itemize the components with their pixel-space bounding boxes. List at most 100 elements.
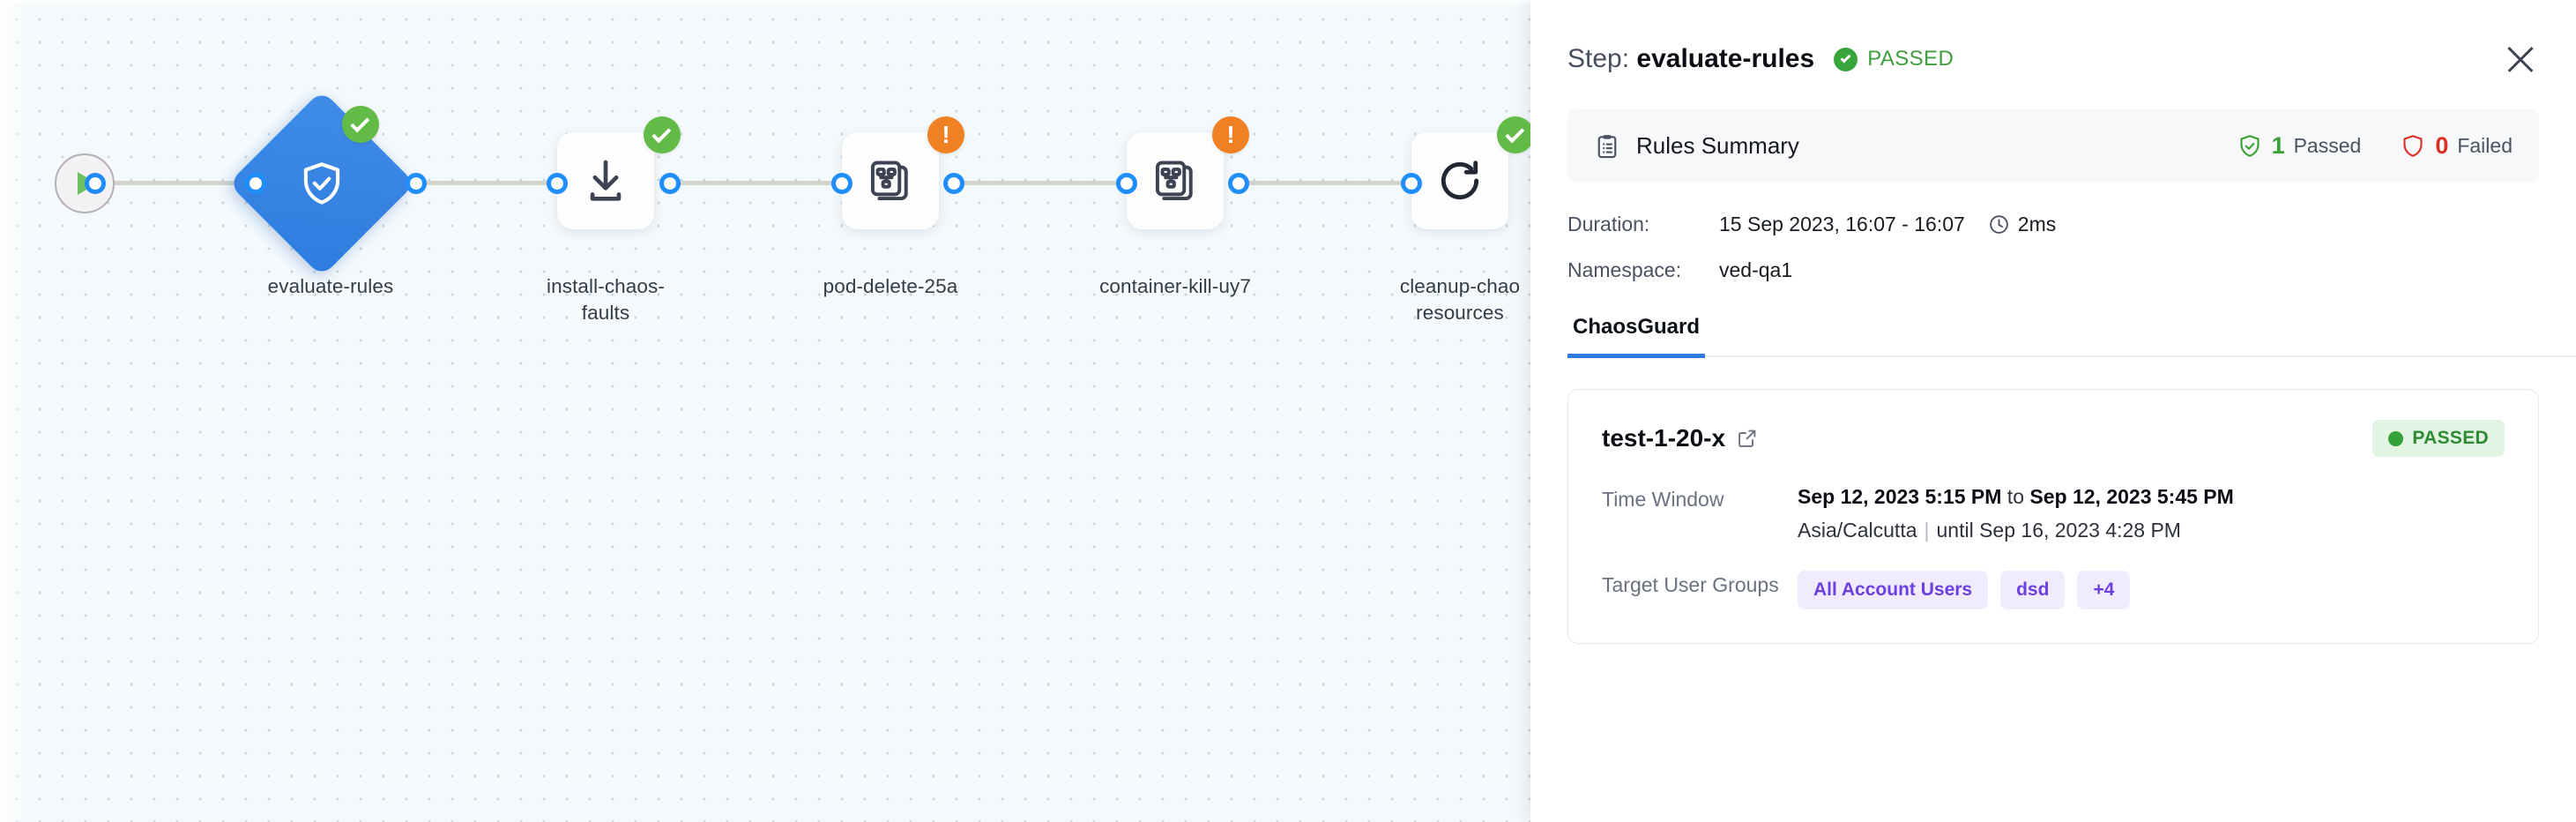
rules-failed-count: 0: [2435, 132, 2449, 159]
panel-title-prefix: Step:: [1567, 44, 1630, 73]
node-label-evaluate-rules: evaluate-rules: [267, 275, 394, 297]
time-window-start: Sep 12, 2023 5:15 PM: [1798, 485, 2002, 508]
canvas-top-fade: [0, 0, 1530, 6]
rule-key-time-window: Time Window: [1602, 488, 1724, 511]
step-meta-list: Duration: 15 Sep 2023, 16:07 - 16:07 2ms…: [1567, 213, 2539, 282]
status-badge-cleanup-chaos-resources: [1497, 116, 1530, 153]
port-pod-out[interactable]: [943, 173, 964, 194]
port-pod-in[interactable]: [831, 173, 852, 194]
wire-install-to-pod: [670, 181, 838, 185]
time-window-end: Sep 12, 2023 5:45 PM: [2029, 485, 2234, 508]
rule-name: test-1-20-x: [1602, 424, 1726, 452]
rules-failed-label: Failed: [2457, 134, 2513, 157]
shield-check-icon: [295, 157, 348, 210]
node-label-install-chaos-faults: install-chaos-faults: [547, 275, 665, 324]
meta-key-namespace: Namespace:: [1567, 258, 1682, 281]
meta-value-namespace: ved-qa1: [1719, 258, 1793, 281]
rule-status-badge: PASSED: [2372, 420, 2505, 457]
clock-icon: [1989, 215, 2008, 234]
shield-check-icon: [2240, 134, 2260, 157]
node-label-container-kill-uy7: container-kill-uy7: [1099, 275, 1251, 297]
wire-pod-to-container: [954, 181, 1121, 185]
download-icon: [590, 160, 622, 201]
panel-title-step-name: evaluate-rules: [1636, 44, 1815, 73]
rule-key-target-user-groups: Target User Groups: [1602, 573, 1779, 596]
duration-range: 15 Sep 2023, 16:07 - 16:07: [1719, 213, 1965, 235]
rule-row-target-user-groups: Target User Groups All Account Users dsd…: [1602, 571, 2505, 609]
meta-row-duration: Duration: 15 Sep 2023, 16:07 - 16:07 2ms: [1567, 213, 2539, 236]
external-link-icon[interactable]: [1737, 428, 1758, 449]
meta-row-namespace: Namespace: ved-qa1: [1567, 258, 2539, 282]
chaos-experiment-icon: [870, 161, 908, 201]
status-badge-container-kill-uy7: !: [1212, 116, 1249, 153]
rules-passed-count: 1: [2271, 132, 2285, 159]
rules-passed-stat: 1 Passed: [2237, 132, 2362, 160]
chip-overflow-count[interactable]: +4: [2077, 571, 2131, 609]
status-badge-label: PASSED: [1867, 47, 1954, 71]
wire-evaluate-to-install: [416, 181, 566, 185]
check-icon: [651, 123, 672, 143]
port-evaluate-in[interactable]: [245, 173, 266, 194]
check-icon: [350, 112, 370, 132]
chip-all-account-users[interactable]: All Account Users: [1798, 571, 1989, 609]
tab-chaosguard[interactable]: ChaosGuard: [1567, 304, 1706, 358]
check-icon: [1505, 123, 1525, 143]
time-window-range: Sep 12, 2023 5:15 PM to Sep 12, 2023 5:4…: [1798, 485, 2234, 508]
check-circle-icon: [1834, 47, 1858, 71]
port-install-out[interactable]: [659, 173, 681, 194]
step-detail-panel: Step: evaluate-rules PASSED: [1530, 0, 2576, 822]
target-user-group-chips: All Account Users dsd +4: [1798, 571, 2505, 609]
close-icon[interactable]: [2502, 41, 2539, 78]
chaos-experiment-icon: [1155, 161, 1193, 201]
time-window-separator: to: [2001, 485, 2030, 508]
exclamation-icon: !: [1226, 121, 1235, 148]
pipeline-stage-row: evaluate-rules install-chaos-faults: [55, 89, 1530, 324]
rule-value-time-window: Sep 12, 2023 5:15 PM to Sep 12, 2023 5:4…: [1798, 485, 2505, 542]
rule-status-label: PASSED: [2412, 428, 2489, 448]
chaosguard-rule-card: test-1-20-x PASSED Time Window Sep 12, 2: [1567, 389, 2539, 644]
pipeline-canvas[interactable]: evaluate-rules install-chaos-faults: [0, 0, 1530, 822]
node-cleanup-chaos-resources[interactable]: [1411, 132, 1508, 229]
rules-summary-card: Rules Summary 1 Passed 0 Failed: [1567, 109, 2539, 183]
panel-tabs: ChaosGuard: [1567, 304, 2576, 358]
wire-start-to-evaluate: [95, 181, 263, 185]
status-badge-install-chaos-faults: [644, 116, 681, 153]
duration-elapsed-value: 2ms: [2017, 213, 2057, 235]
meta-key-duration: Duration:: [1567, 213, 1650, 235]
divider: |: [1924, 519, 1930, 542]
port-container-in[interactable]: [1116, 173, 1137, 194]
port-install-in[interactable]: [547, 173, 568, 194]
status-dot-icon: [2388, 430, 2404, 446]
port-cleanup-in[interactable]: [1401, 173, 1422, 194]
canvas-left-fade: [0, 0, 30, 822]
node-pod-delete-25a[interactable]: [842, 132, 939, 229]
duration-elapsed: 2ms: [1988, 213, 2056, 236]
rules-failed-stat: 0 Failed: [2400, 132, 2513, 160]
node-label-pod-delete-25a: pod-delete-25a: [823, 275, 958, 297]
node-install-chaos-faults[interactable]: [557, 132, 654, 229]
shield-icon: [2403, 134, 2423, 157]
meta-value-duration: 15 Sep 2023, 16:07 - 16:07 2ms: [1719, 213, 2056, 236]
node-container-kill-uy7[interactable]: [1127, 132, 1224, 229]
status-badge-evaluate-rules: [342, 106, 379, 143]
rules-summary-stats: 1 Passed 0 Failed: [2237, 132, 2513, 160]
port-start-out[interactable]: [85, 173, 106, 194]
wire-container-to-cleanup: [1239, 181, 1406, 185]
rules-summary-heading: Rules Summary: [1594, 132, 1799, 160]
port-container-out[interactable]: [1228, 173, 1249, 194]
panel-header: Step: evaluate-rules PASSED: [1530, 0, 2576, 78]
time-window-until: until Sep 16, 2023 4:28 PM: [1936, 519, 2181, 542]
exclamation-icon: !: [942, 121, 950, 148]
refresh-icon: [1441, 161, 1479, 200]
rule-card-header: test-1-20-x PASSED: [1602, 420, 2505, 457]
clipboard-icon: [1597, 134, 1617, 158]
rule-row-time-window: Time Window Sep 12, 2023 5:15 PM to Sep …: [1602, 485, 2505, 542]
port-evaluate-out[interactable]: [406, 173, 427, 194]
rules-passed-label: Passed: [2293, 134, 2362, 157]
status-badge-pod-delete-25a: !: [927, 116, 964, 153]
page-title: Step: evaluate-rules: [1567, 44, 1814, 74]
chip-dsd[interactable]: dsd: [2000, 571, 2066, 609]
status-badge: PASSED: [1834, 47, 1954, 71]
